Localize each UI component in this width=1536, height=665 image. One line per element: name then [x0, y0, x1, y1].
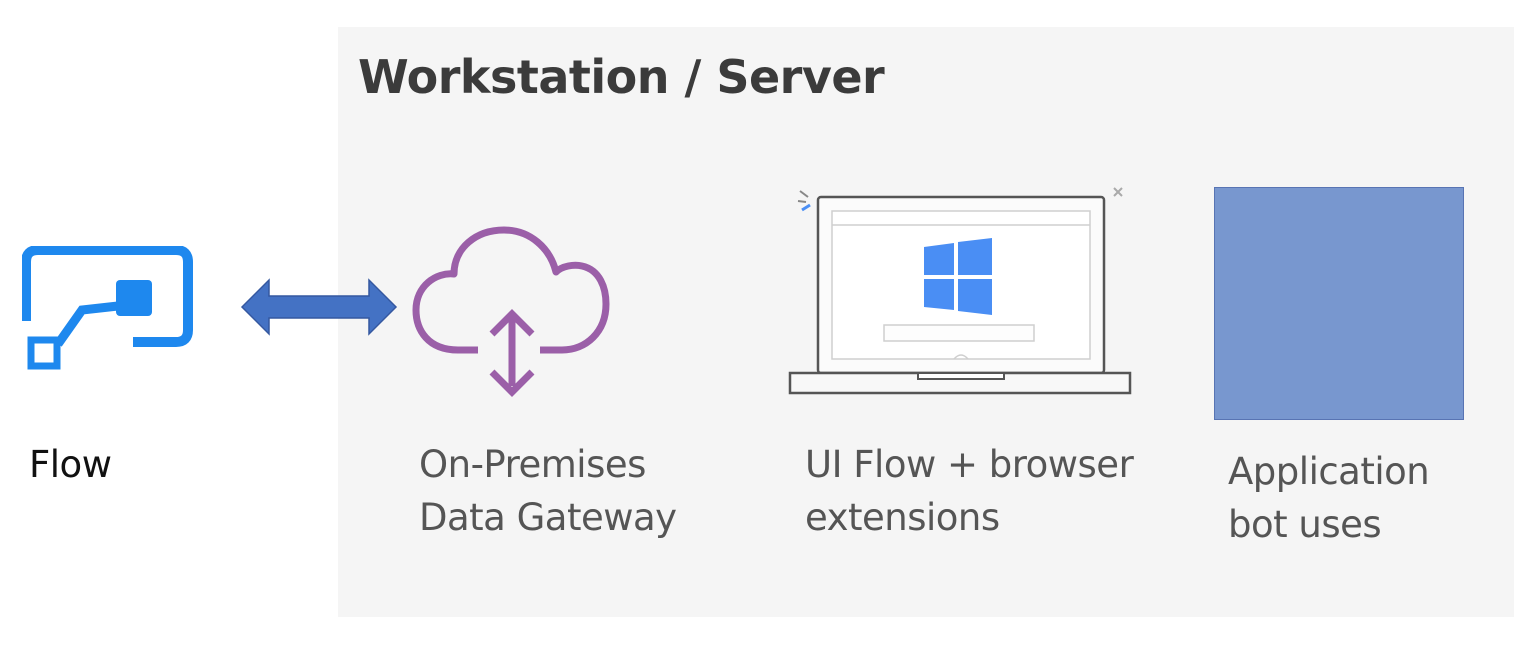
laptop-windows-icon: [788, 187, 1132, 395]
flow-label-text: Flow: [29, 443, 112, 486]
power-automate-flow-icon: [22, 246, 193, 370]
uiflow-label: UI Flow + browser extensions: [805, 438, 1134, 544]
flow-label: Flow: [29, 438, 112, 491]
application-label-line2: bot uses: [1228, 503, 1382, 546]
uiflow-label-line1: UI Flow + browser: [805, 443, 1134, 486]
panel-title: Workstation / Server: [358, 50, 885, 104]
gateway-label-line2: Data Gateway: [419, 496, 677, 539]
uiflow-label-line2: extensions: [805, 496, 1000, 539]
application-placeholder-box: [1214, 187, 1464, 420]
gateway-label: On-Premises Data Gateway: [419, 438, 677, 544]
application-label: Application bot uses: [1228, 445, 1430, 551]
bidirectional-arrow: [240, 278, 398, 336]
application-label-line1: Application: [1228, 450, 1430, 493]
cloud-upload-download-icon: [412, 226, 610, 397]
gateway-label-line1: On-Premises: [419, 443, 646, 486]
